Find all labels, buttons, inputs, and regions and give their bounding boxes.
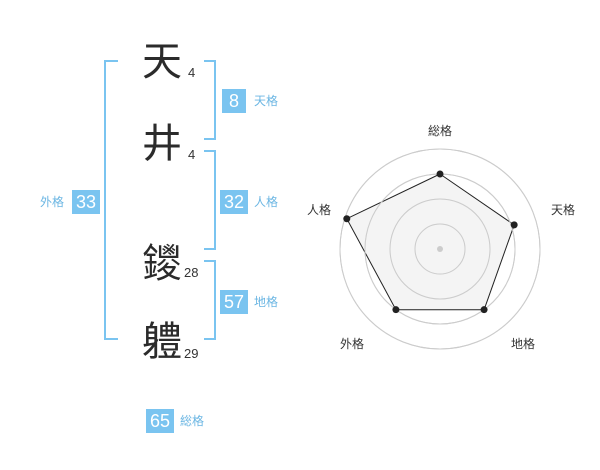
stroke-count-2: 4 bbox=[188, 147, 196, 162]
radar-point-gaikaku bbox=[392, 306, 400, 314]
tenkaku-label: 天格 bbox=[254, 94, 279, 108]
tenkaku-value-badge: 8 bbox=[222, 89, 246, 113]
chikaku-label: 地格 bbox=[254, 295, 279, 309]
chikaku-bracket bbox=[204, 260, 216, 340]
stroke-count-4: 29 bbox=[184, 346, 199, 361]
radar-label-jinkaku: 人格 bbox=[307, 203, 332, 217]
soukaku-label: 総格 bbox=[180, 414, 205, 428]
gaikaku-value-badge: 33 bbox=[72, 190, 101, 214]
radar-ring-overlay bbox=[389, 198, 491, 300]
name-char-2: 井 bbox=[142, 121, 182, 167]
jinkaku-value-badge: 32 bbox=[220, 190, 249, 214]
radar-point-jinkaku bbox=[343, 215, 351, 223]
radar-label-tenkaku: 天格 bbox=[551, 203, 576, 217]
radar-score-polygon bbox=[346, 173, 515, 311]
name-char-4: 軆 bbox=[142, 319, 182, 365]
radar-point-soukaku bbox=[436, 170, 444, 178]
chikaku-value-badge: 57 bbox=[220, 290, 249, 314]
radar-label-soukaku: 総格 bbox=[428, 124, 453, 138]
gaikaku-bracket bbox=[104, 60, 118, 340]
name-char-1: 天 bbox=[142, 39, 182, 85]
tenkaku-bracket bbox=[204, 60, 216, 140]
radar-point-chikaku bbox=[480, 306, 488, 314]
radar-ring-overlay bbox=[414, 223, 466, 275]
radar-ring-overlay bbox=[339, 148, 541, 350]
radar-center-dot bbox=[437, 246, 443, 252]
radar-label-gaikaku: 外格 bbox=[340, 337, 365, 351]
jinkaku-label: 人格 bbox=[254, 195, 279, 209]
soukaku-value-badge: 65 bbox=[146, 409, 175, 433]
radar-point-tenkaku bbox=[510, 221, 518, 229]
stroke-count-3: 28 bbox=[184, 265, 199, 280]
stroke-count-1: 4 bbox=[188, 65, 196, 80]
gaikaku-label: 外格 bbox=[40, 195, 65, 209]
jinkaku-bracket bbox=[204, 150, 216, 250]
radar-label-chikaku: 地格 bbox=[511, 337, 536, 351]
name-char-3: 鑁 bbox=[142, 241, 182, 287]
